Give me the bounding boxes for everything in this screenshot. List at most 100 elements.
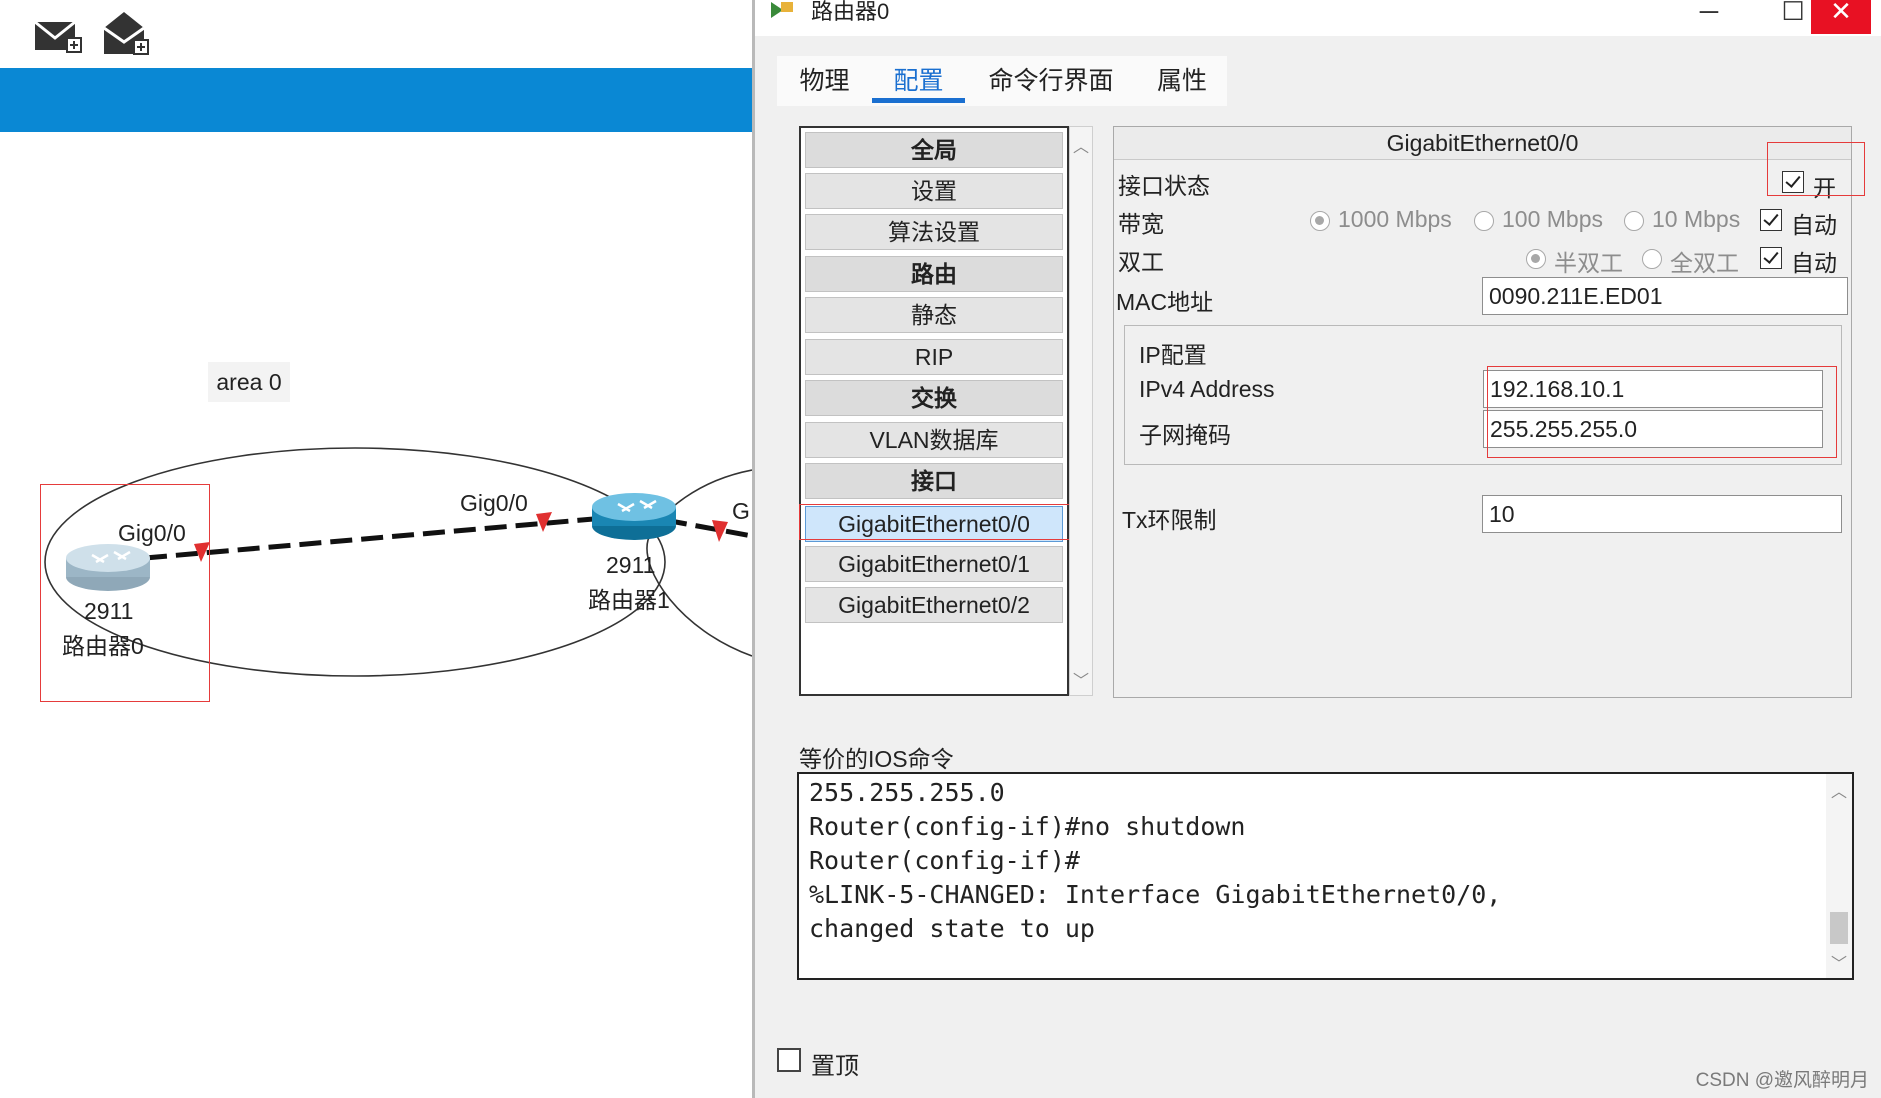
port-on-label: 开: [1813, 175, 1836, 201]
duplex-half-label: 半双工: [1554, 250, 1623, 276]
sidebar-scrollbar[interactable]: ︿ ﹀: [1069, 126, 1093, 696]
router0-highlight-box: [40, 484, 210, 702]
sidebar-item-vlan-database[interactable]: VLAN数据库: [805, 422, 1063, 458]
bandwidth-10-radio[interactable]: [1624, 211, 1644, 231]
ios-line: Router(config-if)#no shutdown: [809, 812, 1246, 841]
link-router1-right: [664, 517, 752, 539]
title-bar[interactable]: 路由器0 ─ ☐ ✕: [755, 0, 1881, 36]
sidebar-item-settings[interactable]: 设置: [805, 173, 1063, 209]
sidebar-highlight-box: [799, 504, 1071, 540]
mac-address-field[interactable]: 0090.211E.ED01: [1482, 277, 1848, 315]
scroll-up-icon[interactable]: ︿: [1072, 139, 1089, 156]
link-status-marker: [712, 520, 728, 542]
maximize-button[interactable]: ☐: [1781, 0, 1805, 26]
duplex-full-label: 全双工: [1670, 250, 1739, 276]
router0-icon: [66, 544, 150, 591]
topology-diagram: [44, 447, 752, 677]
link-router0-router1: [144, 515, 606, 561]
pin-on-top-checkbox[interactable]: [777, 1048, 801, 1072]
ip-config-label: IP配置: [1139, 342, 1207, 368]
bandwidth-100-label: 100 Mbps: [1502, 206, 1604, 232]
scroll-down-icon[interactable]: ﹀: [1072, 673, 1089, 690]
sidebar-header-switching[interactable]: 交换: [805, 380, 1063, 416]
link-status-marker: [536, 512, 552, 532]
sidebar-item-algorithm-settings[interactable]: 算法设置: [805, 214, 1063, 250]
watermark: CSDN @邀风醉明月: [1695, 1070, 1869, 1091]
interface-header: GigabitEthernet0/0: [1114, 127, 1851, 160]
add-complex-pdu-icon[interactable]: [100, 6, 152, 58]
pin-on-top-label: 置顶: [811, 1053, 859, 1080]
ios-line: 255.255.255.0: [809, 778, 1005, 807]
area-1-ellipse: [646, 469, 752, 657]
ipv4-address-field[interactable]: 192.168.10.1: [1483, 370, 1823, 408]
bandwidth-1000-radio[interactable]: [1310, 211, 1330, 231]
config-sidebar: 全局 设置 算法设置 路由 静态 RIP 交换 VLAN数据库 接口 Gigab…: [799, 126, 1069, 696]
sidebar-header-interface[interactable]: 接口: [805, 463, 1063, 499]
mac-label: MAC地址: [1116, 289, 1214, 315]
sidebar-header-global[interactable]: 全局: [805, 132, 1063, 168]
tab-bar: 物理 配置 命令行界面 属性: [777, 56, 1227, 106]
router1-port-label: Gig0/0: [460, 490, 528, 516]
duplex-auto-label: 自动: [1791, 250, 1837, 276]
scroll-up-icon[interactable]: ︿: [1830, 784, 1847, 801]
tab-config[interactable]: 配置: [893, 67, 944, 95]
link-status-marker: [194, 542, 210, 562]
close-button[interactable]: ✕: [1811, 0, 1871, 34]
area-0-ellipse: [44, 447, 666, 677]
port-status-label: 接口状态: [1118, 173, 1210, 199]
partial-port-label: G: [732, 498, 750, 524]
tab-attributes[interactable]: 属性: [1156, 67, 1207, 95]
port-status-highlight-box: [1767, 142, 1865, 196]
area-label: area 0: [208, 362, 290, 402]
ios-line: %LINK-5-CHANGED: Interface GigabitEthern…: [809, 880, 1502, 909]
bandwidth-label: 带宽: [1118, 211, 1164, 237]
duplex-auto-checkbox[interactable]: [1760, 247, 1782, 269]
duplex-full-radio[interactable]: [1642, 249, 1662, 269]
sidebar-item-gig0-2[interactable]: GigabitEthernet0/2: [805, 587, 1063, 623]
subnet-mask-label: 子网掩码: [1139, 422, 1231, 448]
scroll-thumb[interactable]: [1830, 912, 1848, 944]
topology-workspace[interactable]: area 0 Gig0/0 Gig0/0 G 2911 路由器0 2911 路由…: [0, 0, 752, 1098]
ios-commands-label: 等价的IOS命令: [799, 746, 954, 772]
sidebar-item-static[interactable]: 静态: [805, 297, 1063, 333]
ip-config-group: IP配置 IPv4 Address 192.168.10.1 子网掩码 255.…: [1124, 325, 1842, 465]
minimize-button[interactable]: ─: [1699, 0, 1719, 26]
bandwidth-auto-checkbox[interactable]: [1760, 209, 1782, 231]
subnet-mask-field[interactable]: 255.255.255.0: [1483, 410, 1823, 448]
port-status-checkbox[interactable]: [1782, 171, 1804, 193]
tab-cli[interactable]: 命令行界面: [988, 67, 1114, 95]
ios-line: Router(config-if)#: [809, 846, 1080, 875]
ip-fields-highlight-box: [1487, 366, 1837, 458]
router0-name-label[interactable]: 路由器0: [62, 633, 144, 659]
router0-model-label: 2911: [84, 598, 134, 624]
tx-ring-field[interactable]: 10: [1482, 495, 1842, 533]
tab-physical[interactable]: 物理: [799, 67, 850, 95]
sidebar-item-rip[interactable]: RIP: [805, 339, 1063, 375]
ios-scrollbar[interactable]: ︿ ﹀: [1826, 774, 1852, 978]
add-simple-pdu-icon[interactable]: [32, 10, 84, 62]
duplex-half-radio[interactable]: [1526, 249, 1546, 269]
ios-line: changed state to up: [809, 914, 1095, 943]
tx-ring-label: Tx环限制: [1122, 507, 1217, 533]
sidebar-item-gig0-0[interactable]: GigabitEthernet0/0: [805, 506, 1063, 542]
bandwidth-10-label: 10 Mbps: [1652, 206, 1741, 232]
router0-port-label: Gig0/0: [118, 520, 186, 546]
sidebar-header-routing[interactable]: 路由: [805, 256, 1063, 292]
router1-name-label[interactable]: 路由器1: [588, 587, 670, 613]
bandwidth-auto-label: 自动: [1791, 212, 1837, 238]
bandwidth-100-radio[interactable]: [1474, 211, 1494, 231]
sidebar-item-gig0-1[interactable]: GigabitEthernet0/1: [805, 546, 1063, 582]
router-config-dialog: 路由器0 ─ ☐ ✕ 物理 配置 命令行界面 属性 全局 设置 算法设置 路由 …: [752, 0, 1881, 1098]
workspace-header-bar: [0, 68, 752, 132]
router1-model-label: 2911: [606, 552, 656, 578]
interface-config-panel: GigabitEthernet0/0 接口状态 开 带宽 1000 Mbps 1…: [1113, 126, 1852, 698]
active-tab-indicator: [872, 98, 965, 103]
bandwidth-1000-label: 1000 Mbps: [1338, 206, 1452, 232]
ios-command-output[interactable]: 255.255.255.0 Router(config-if)#no shutd…: [797, 772, 1854, 980]
duplex-label: 双工: [1118, 249, 1164, 275]
window-title: 路由器0: [811, 0, 890, 24]
ipv4-address-label: IPv4 Address: [1139, 376, 1275, 402]
router1-icon: [592, 493, 676, 540]
app-icon: [769, 0, 797, 22]
scroll-down-icon[interactable]: ﹀: [1830, 956, 1847, 973]
